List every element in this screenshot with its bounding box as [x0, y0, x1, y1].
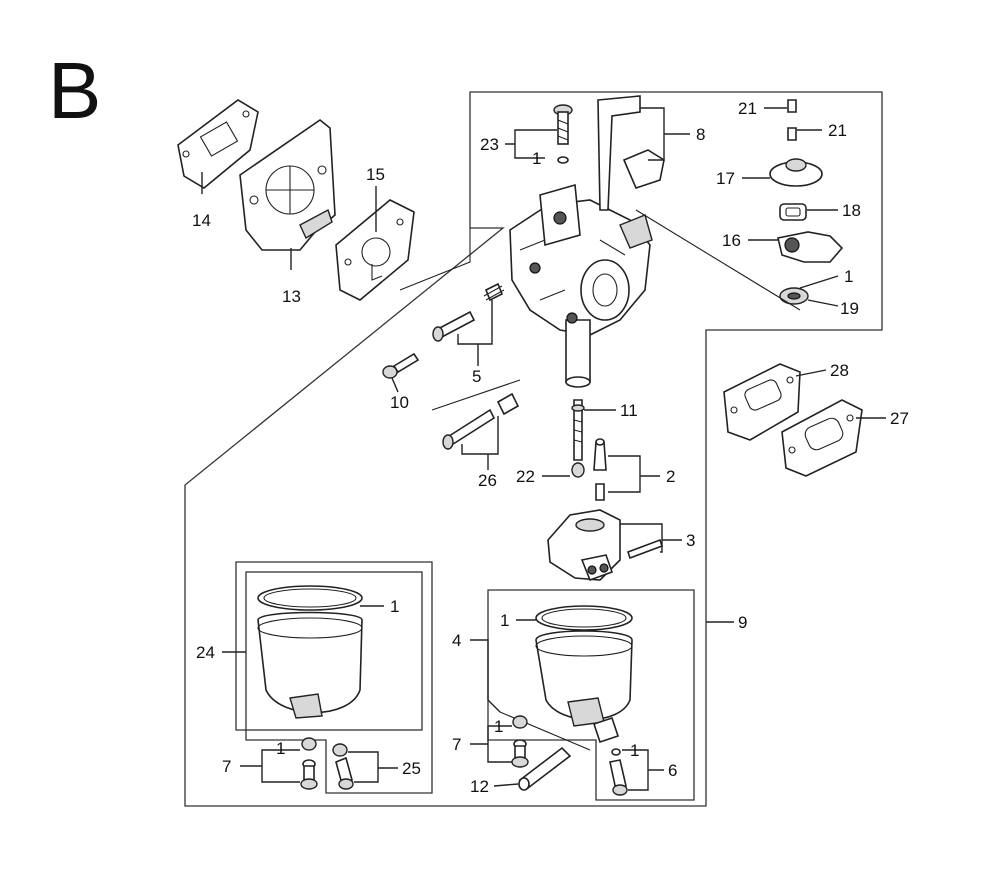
float-bowl-left [257, 585, 363, 719]
callout-2: 2 [666, 467, 675, 486]
callout-3: 3 [686, 531, 695, 550]
callout-11: 11 [620, 401, 638, 420]
callout-28: 28 [830, 361, 849, 380]
float-3 [547, 509, 664, 582]
callout-26: 26 [478, 471, 497, 490]
callout-19: 19 [840, 299, 859, 318]
choke-lever-8 [597, 95, 665, 211]
callout-1-top: 1 [532, 149, 541, 168]
callout-17: 17 [716, 169, 735, 188]
callout-27: 27 [890, 409, 909, 428]
callout-7-right: 7 [452, 735, 461, 754]
right-parts-stack [635, 99, 844, 311]
callout-13: 13 [282, 287, 301, 306]
gasket-28 [723, 363, 801, 441]
callout-14: 14 [192, 211, 211, 230]
callout-23: 23 [480, 135, 499, 154]
carburetor-body [509, 183, 653, 388]
left-bowl-inner-box [245, 571, 423, 731]
pilot-screw-5 [432, 282, 505, 342]
throttle-screw-26 [431, 379, 521, 450]
main-nozzle-11 [571, 399, 585, 461]
drain-tube-12 [518, 746, 572, 791]
float-valve-2 [593, 438, 607, 501]
drain-screw-6 [609, 748, 628, 796]
callout-1-leftbowl: 1 [390, 597, 399, 616]
section-letter: B [48, 46, 101, 135]
callout-25: 25 [402, 759, 421, 778]
callout-22: 22 [516, 467, 535, 486]
callout-6: 6 [668, 761, 677, 780]
screw-23 [553, 104, 573, 164]
callout-12: 12 [470, 777, 489, 796]
drain-screw-25 [332, 743, 354, 790]
main-jet-22 [571, 462, 585, 478]
callout-4: 4 [452, 631, 461, 650]
callout-1-rightbowl: 1 [500, 611, 509, 630]
callout-labels: 14 13 15 23 1 8 21 21 17 18 16 1 19 5 10… [192, 99, 909, 796]
callout-1-right: 1 [844, 267, 853, 286]
callout-10: 10 [390, 393, 409, 412]
float-bowl-right [535, 605, 633, 744]
callout-9: 9 [738, 613, 747, 632]
callout-7-left: 7 [222, 757, 231, 776]
gasket-27 [781, 399, 863, 477]
callout-15: 15 [366, 165, 385, 184]
assembly-outline-leader [399, 228, 471, 291]
callout-1-leftbolt: 1 [276, 739, 285, 758]
callout-16: 16 [722, 231, 741, 250]
callout-1-rightbolt: 1 [494, 717, 503, 736]
bolt-7-right [511, 715, 529, 768]
callout-18: 18 [842, 201, 861, 220]
screw-10 [382, 352, 420, 379]
callout-24: 24 [196, 643, 215, 662]
insulator-plate-13 [239, 119, 336, 251]
callout-21b: 21 [828, 121, 847, 140]
callout-5: 5 [472, 367, 481, 386]
callout-21a: 21 [738, 99, 757, 118]
callout-8: 8 [696, 125, 705, 144]
bolt-7-left [300, 737, 318, 790]
gasket-14 [177, 99, 259, 189]
assembly-outline [184, 91, 883, 807]
leader-lines [201, 107, 886, 791]
left-bowl-box [235, 561, 433, 794]
callout-1-drain: 1 [630, 741, 639, 760]
gasket-15 [335, 199, 415, 301]
